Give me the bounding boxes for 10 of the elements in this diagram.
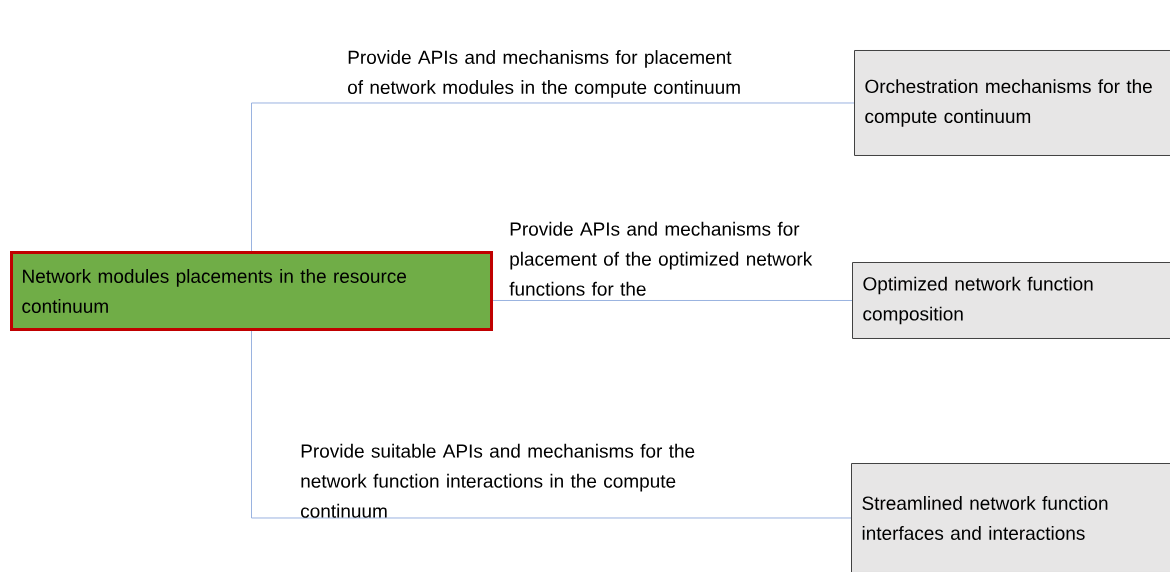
outcome-box: Optimized network function composition (852, 262, 1170, 339)
edge-label: Provide APIs and mechanisms for placement of network modules in the compute continuum (348, 50, 740, 98)
connector-line (251, 102, 855, 252)
outcome-box: Streamlined network function interfaces and interactions (851, 463, 1170, 572)
edge-label: Provide APIs and mechanisms for placement of the optimized network functions for the (509, 221, 813, 296)
outcome-box: Orchestration mechanisms for the compute continuum (854, 50, 1170, 156)
edge-label: Provide suitable APIs and mechanisms for the network function interactions in the compute continuum (301, 443, 695, 518)
connector-line (492, 300, 853, 301)
topic-box: Network modules placements in the resource continuum (10, 251, 493, 331)
connector-line (251, 330, 852, 519)
